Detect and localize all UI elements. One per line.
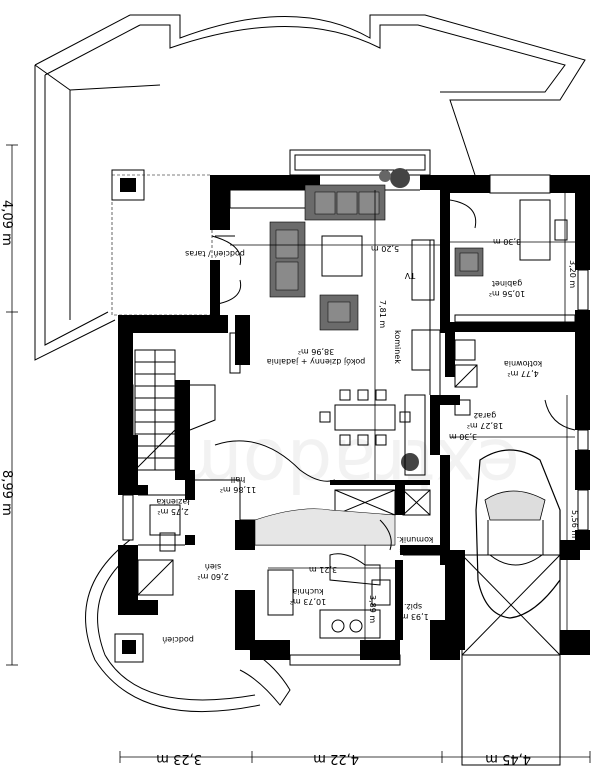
kitchen-width: 3,21 m xyxy=(309,565,337,574)
sofa-left xyxy=(269,221,306,298)
kitchen-counter-left xyxy=(267,569,294,616)
garage-door-swing[interactable] xyxy=(544,399,576,431)
living-area: 38,96 m² xyxy=(298,347,334,356)
dim-left-1: 4,09 m xyxy=(0,200,14,246)
desk xyxy=(519,199,551,261)
living-label: pokój dzienny + jadalnia xyxy=(267,357,366,367)
terrace-door[interactable] xyxy=(211,235,242,306)
kitchen-label: kuchnia xyxy=(292,587,323,596)
boiler-area: 4,77 m² xyxy=(507,369,538,378)
boiler xyxy=(454,364,478,388)
dim-bottom-2: 4,22 m xyxy=(313,751,359,766)
plant-top xyxy=(379,168,410,188)
terrace-label: podcień / taras xyxy=(185,249,245,258)
pantry-corr-label: komunik. xyxy=(397,535,434,544)
dim-lines xyxy=(6,144,591,763)
vestibule-area: 2,60 m² xyxy=(197,572,228,581)
garage-width: 3,30 m xyxy=(449,432,477,441)
desk-chair xyxy=(554,219,568,241)
study-label: gabinet xyxy=(492,279,522,288)
terrace-outline xyxy=(34,14,586,361)
garage-sink xyxy=(454,399,471,416)
windows xyxy=(122,149,589,666)
fireplace xyxy=(411,329,431,371)
pantry-corr-area: 1,53 m² xyxy=(399,545,430,554)
study-armchair xyxy=(454,247,484,277)
hall-area: 11,86 m² xyxy=(220,485,256,494)
living-depth: 7,81 m xyxy=(378,300,387,328)
kitchen-depth: 3,89 m xyxy=(368,595,377,623)
kitchen-stove xyxy=(371,579,391,606)
column-bottom xyxy=(114,633,144,663)
kitchen-area: 10,73 m² xyxy=(290,597,326,606)
walls xyxy=(118,175,590,660)
pantry-area: 1,93 m² xyxy=(397,612,428,621)
stairs xyxy=(134,349,216,471)
watermark: extradom xyxy=(173,423,520,507)
armchair xyxy=(319,294,359,331)
hall-boundary xyxy=(214,440,336,482)
vestibule-round xyxy=(85,539,291,713)
tv-label: TV xyxy=(404,271,416,280)
kitchen-door[interactable] xyxy=(379,519,392,551)
garage-label: garaż xyxy=(474,411,496,420)
column-top xyxy=(111,169,145,201)
garage-area: 18,27 m² xyxy=(467,421,503,430)
kitchen-floor xyxy=(254,508,396,546)
coffee-table xyxy=(321,235,363,277)
study-door[interactable] xyxy=(449,199,477,229)
kitchen-island xyxy=(329,553,381,586)
sofa-top xyxy=(304,184,386,221)
vestibule-label: sień xyxy=(205,562,221,571)
shower xyxy=(137,559,174,596)
garage-depth: 5,56 m xyxy=(570,510,579,538)
study-width: 3,30 m xyxy=(493,237,521,246)
boiler-unit xyxy=(454,339,476,361)
living-width: 5,20 m xyxy=(371,244,399,253)
kitchen-sink xyxy=(319,609,381,639)
porch-label: podcień xyxy=(162,635,194,644)
driveway xyxy=(461,654,561,766)
study-depth: 3,20 m xyxy=(568,260,577,288)
dim-bottom-3: 4,45 m xyxy=(485,751,531,766)
toilet xyxy=(159,532,176,552)
bathroom-area: 2,75 m² xyxy=(157,507,188,516)
dim-bottom-1: 3,23 m xyxy=(156,751,202,766)
kominek-label: kominek xyxy=(393,330,402,364)
corridor-cabinet xyxy=(402,489,431,516)
terrace-floor xyxy=(111,174,213,316)
sideboard xyxy=(404,394,426,476)
bath-sink xyxy=(149,504,181,536)
tv-cabinet xyxy=(411,239,435,301)
dim-left-2: 8,99 m xyxy=(0,470,14,516)
hall-label: hall xyxy=(231,475,245,484)
boiler-label: kotłownia xyxy=(504,359,542,368)
pantry-label: spiż. xyxy=(404,602,422,611)
study-area: 10,56 m² xyxy=(489,289,525,298)
bathroom-label: łazienka xyxy=(156,497,189,506)
